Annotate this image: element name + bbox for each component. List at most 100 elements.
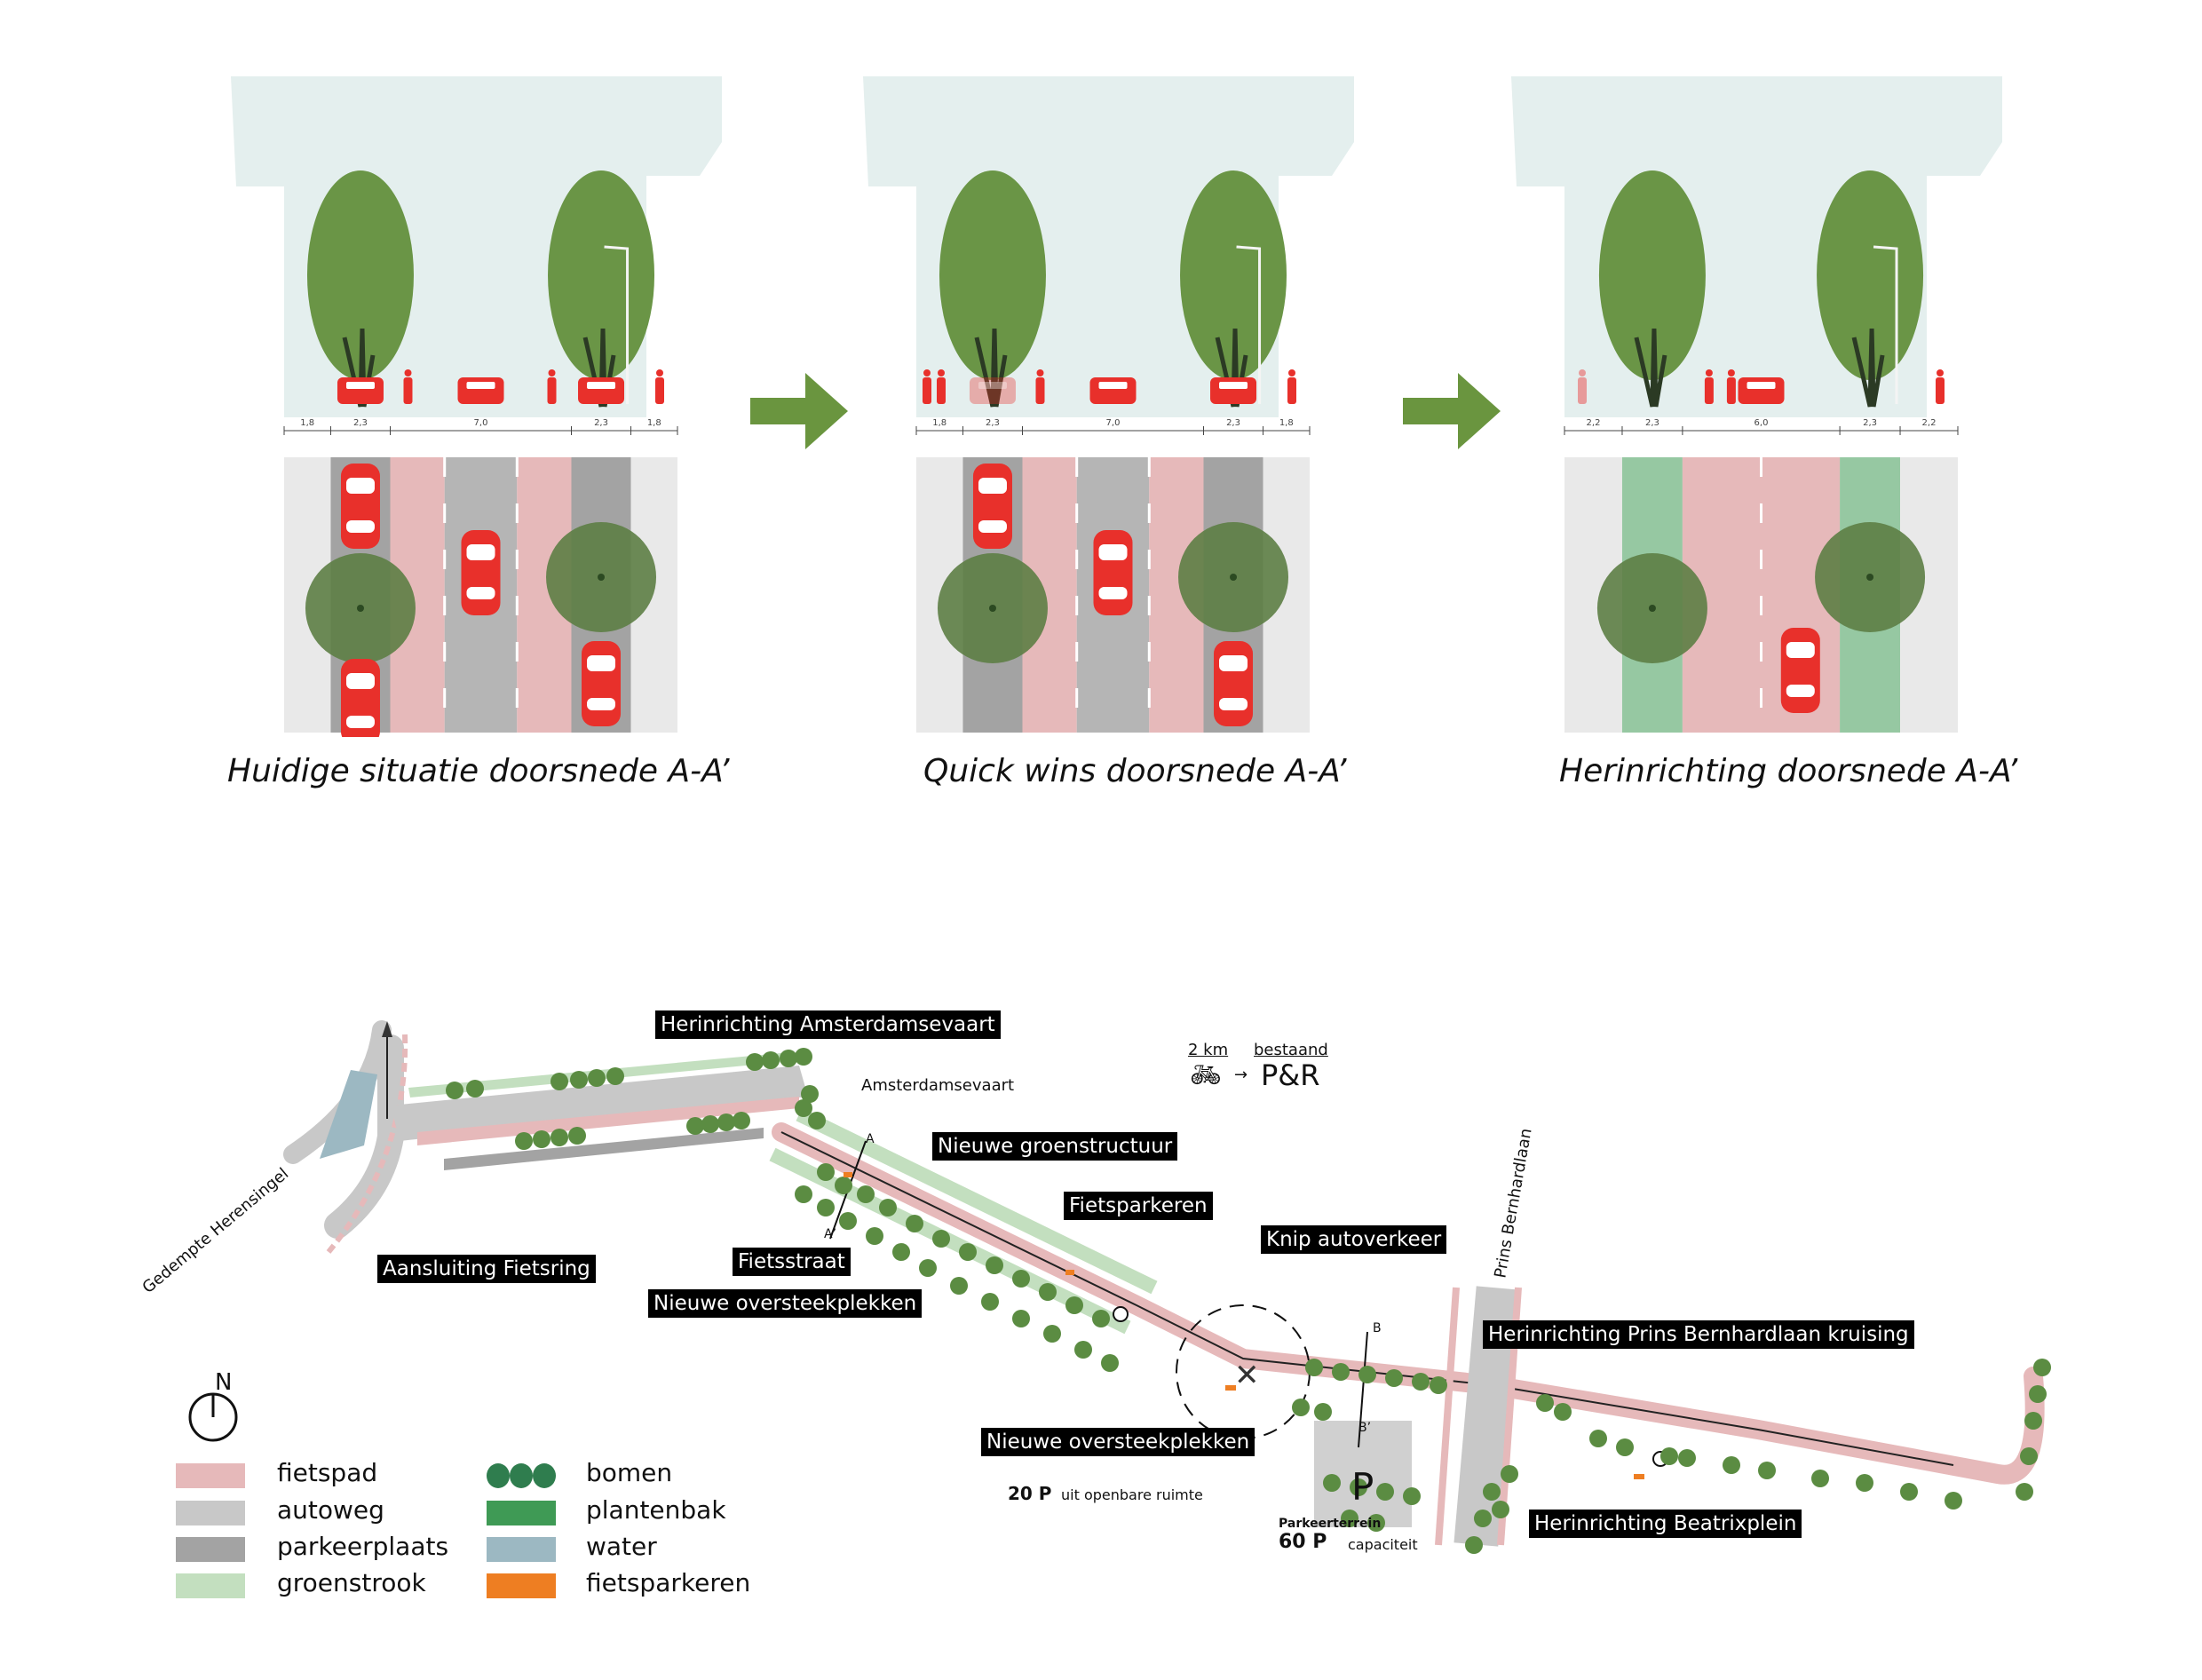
map-tree (795, 1099, 812, 1117)
legend-tree-dot-icon (533, 1463, 556, 1488)
tree-elevation (939, 170, 1046, 380)
car-window (978, 520, 1007, 533)
parking-moved-count: 20 P (1008, 1483, 1052, 1504)
map-tree (1758, 1462, 1776, 1479)
parking-lot (1314, 1421, 1412, 1527)
map-tree (950, 1277, 968, 1295)
car-windshield (978, 382, 1007, 389)
callout-nieuwe-oversteekplekken-2: Nieuwe oversteekplekken (981, 1428, 1255, 1456)
bike-parking-spot (1225, 1385, 1236, 1391)
person-icon (1936, 377, 1945, 404)
fietsring-path (326, 1034, 408, 1254)
map-tree (588, 1069, 606, 1087)
map-tree (1501, 1465, 1518, 1483)
tree-trunk (1634, 328, 1667, 408)
car-windshield (1747, 382, 1776, 389)
person-icon (655, 377, 664, 404)
bike-parking-spot (1065, 1270, 1074, 1275)
transition-arrow-1 (750, 373, 848, 449)
car-front-icon (337, 377, 384, 404)
map-tree (906, 1215, 923, 1232)
map-tree (515, 1132, 533, 1150)
pr-arrow: → (1234, 1066, 1248, 1084)
car-windshield (587, 382, 616, 389)
map-tree (1900, 1483, 1918, 1501)
legend-tree-dot-icon (487, 1463, 510, 1488)
map-tree (1660, 1447, 1678, 1465)
map-tree (1065, 1296, 1083, 1314)
north-label: N (215, 1369, 233, 1396)
map-tree (879, 1199, 897, 1216)
callout-nieuwe-oversteekplekken-1: Nieuwe oversteekplekken (648, 1289, 923, 1318)
person-head (938, 369, 945, 376)
map-tree (1074, 1341, 1092, 1359)
legend-swatch-fietsparkeren (487, 1573, 556, 1598)
sky-backdrop (1511, 76, 2002, 417)
callout-herinrichting-amsterdamsevaart: Herinrichting Amsterdamsevaart (655, 1010, 1001, 1039)
callout-herinrichting-prins-bernhardlaan: Herinrichting Prins Bernhardlaan kruisin… (1483, 1320, 1914, 1349)
map-tree (762, 1051, 780, 1069)
overview-map: ✕ (188, 1020, 2051, 1554)
section-marker-b: B (1373, 1321, 1382, 1335)
car-front-icon (1089, 377, 1137, 404)
person-icon (937, 377, 946, 404)
person-icon (547, 377, 557, 404)
callout-knip-autoverkeer: Knip autoverkeer (1261, 1225, 1447, 1254)
map-tree (795, 1048, 812, 1066)
map-tree (1092, 1310, 1110, 1327)
parking-amsterdamsevaart (444, 1128, 764, 1170)
parking-lot-label: Parkeerterrein (1279, 1517, 1382, 1531)
map-tree (1492, 1501, 1509, 1518)
dimension-label: 1,8 (932, 418, 947, 428)
map-tree (1811, 1470, 1829, 1487)
map-tree (1723, 1456, 1740, 1474)
dimension-label: 1,8 (647, 418, 661, 428)
arrow-right-icon (1403, 373, 1501, 449)
map-tree (1043, 1325, 1061, 1343)
legend-label-groenstrook: groenstrook (277, 1568, 426, 1597)
map-tree (1678, 1449, 1696, 1467)
map-tree (866, 1227, 883, 1245)
section-marker-a-prime: A’ (824, 1227, 837, 1241)
car-windshield (1219, 382, 1248, 389)
map-tree (981, 1293, 999, 1311)
map-tree (466, 1080, 484, 1098)
dimension-label: 1,8 (300, 418, 314, 428)
bikepath-amsterdamsevaart (417, 1097, 799, 1145)
car-window (978, 478, 1007, 494)
caption-herinrichting: Herinrichting doorsnede A-A’ (1559, 753, 2018, 789)
person-head (656, 369, 663, 376)
car-window (345, 478, 375, 494)
map-tree (1341, 1510, 1358, 1527)
map-tree (606, 1067, 624, 1085)
tree-trunk (1851, 328, 1885, 408)
bike-parking-spot (1634, 1474, 1644, 1479)
legend-label-autoweg: autoweg (277, 1495, 384, 1525)
map-tree (817, 1199, 835, 1216)
street-label-amsterdamsevaart: Amsterdamsevaart (861, 1076, 1015, 1095)
car-windshield (466, 382, 495, 389)
tree-trunk-dot (356, 605, 364, 612)
map-tree (1039, 1283, 1057, 1301)
map-tree (1350, 1478, 1367, 1496)
road-amsterdamsevaart (391, 1066, 808, 1141)
car-top-icon (582, 641, 622, 726)
person-head (1937, 369, 1944, 376)
person-head (548, 369, 556, 376)
greenstrip-south (769, 1147, 1131, 1335)
map-tree (795, 1185, 812, 1203)
person-icon (1578, 377, 1587, 404)
dimension-label: 2,3 (1863, 418, 1877, 428)
map-tree (1358, 1366, 1376, 1383)
arrow-right-icon (750, 373, 848, 449)
map-tree (839, 1212, 857, 1230)
map-tree (808, 1112, 826, 1129)
parking-symbol: P (1351, 1465, 1374, 1509)
legend-swatch-water (487, 1537, 556, 1562)
car-window (1098, 587, 1128, 599)
car-window (587, 698, 616, 710)
tree-trunk-dot (598, 574, 606, 581)
dimension-label: 7,0 (1106, 418, 1121, 428)
